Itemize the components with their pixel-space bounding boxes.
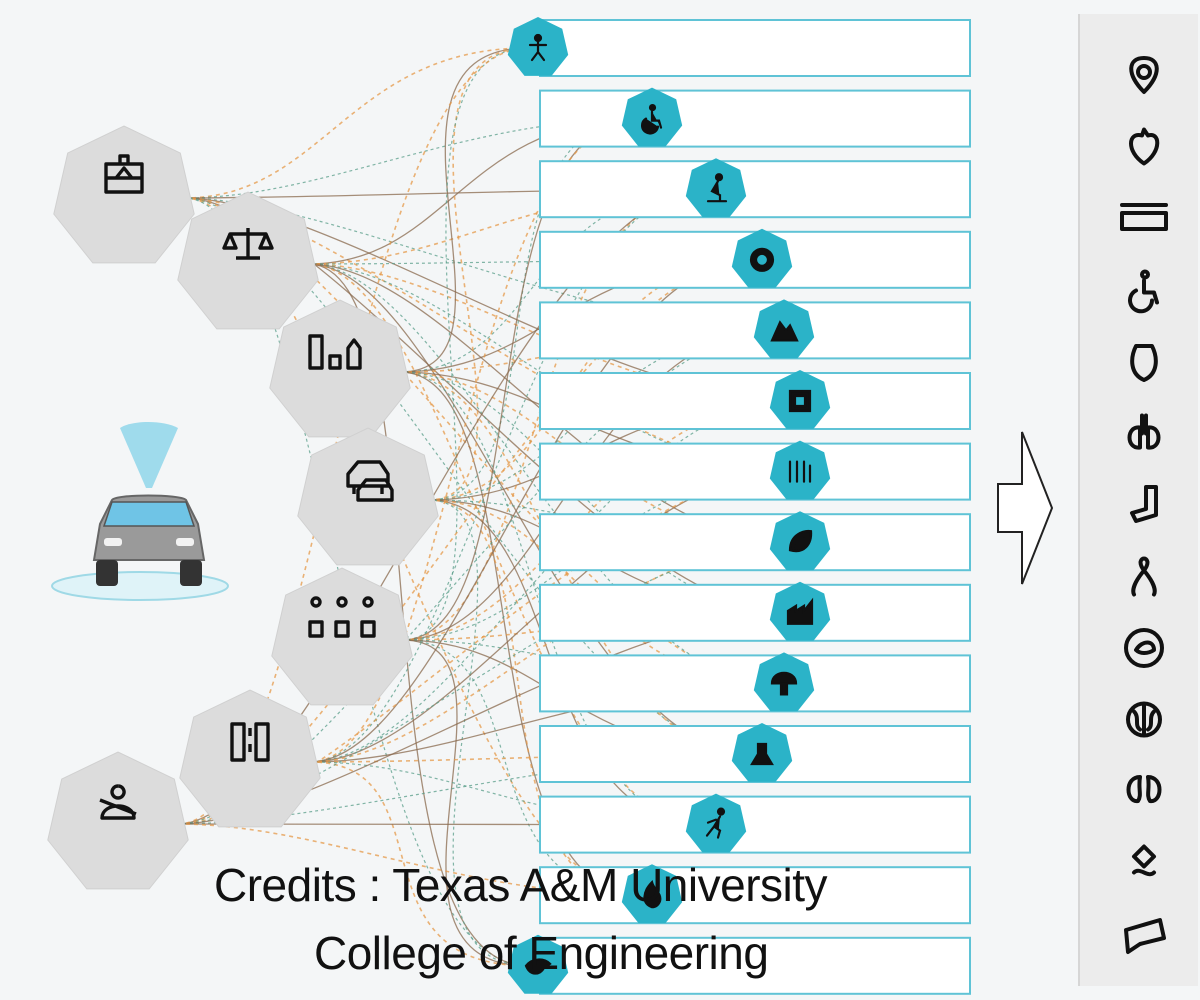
seatbelt-icon (99, 784, 137, 820)
connection-line-54 (309, 188, 707, 763)
outcome-bar (539, 372, 971, 430)
connection-line-31 (427, 47, 529, 501)
outcome-bar (539, 513, 971, 572)
kidneys-icon (1126, 775, 1162, 803)
credits-line-2: College of Engineering (314, 927, 769, 979)
bars-icon (769, 440, 831, 500)
outcome-row (539, 511, 971, 572)
outcome-bar (539, 654, 971, 713)
outcome-row (539, 299, 971, 360)
organ-icons (1120, 56, 1168, 954)
connection-line-21 (399, 47, 529, 373)
location-pin-icon (1129, 56, 1159, 94)
square-icon (769, 370, 831, 429)
outcome-row (539, 228, 971, 289)
lungs-icon (1127, 413, 1161, 450)
outcome-bar (539, 89, 971, 148)
connection-line-56 (309, 400, 791, 763)
outcome-row (539, 723, 971, 783)
wheelchair-icon (621, 87, 683, 147)
connection-line-62 (309, 761, 529, 967)
connection-line-46 (401, 400, 791, 641)
outcome-bar (539, 160, 971, 219)
bed-icon (1120, 203, 1168, 231)
outcome-row (539, 87, 971, 148)
outcome-row (539, 652, 971, 713)
target-icon (731, 228, 793, 288)
outcome-row (539, 864, 971, 925)
connection-line-61 (309, 761, 707, 826)
organ-icon-panel (1078, 14, 1198, 986)
outcome-bar (539, 936, 971, 995)
fire-icon (621, 864, 683, 924)
leg-icon (1130, 485, 1158, 523)
connection-line-41 (427, 499, 529, 967)
outcome-row (539, 370, 971, 430)
connection-line-43 (401, 117, 643, 641)
brain-icon (1126, 701, 1162, 738)
runner-icon (685, 793, 747, 853)
vehicle-group (51, 422, 229, 601)
outcome-bar (539, 583, 971, 642)
traffic-cars-icon (346, 460, 394, 502)
connection-line-53 (309, 117, 643, 763)
outcome-row (539, 793, 971, 854)
factor-hexagon (179, 689, 321, 828)
outcome-row (539, 440, 971, 501)
outcome-bar (539, 866, 971, 925)
factor-hexagon (53, 125, 195, 264)
liver-icon (1130, 344, 1158, 382)
outcome-bars (507, 17, 971, 995)
pedestrians-icon (308, 596, 376, 638)
factor-hexagon (271, 567, 413, 706)
person-sitting-icon (685, 158, 747, 218)
foot-icon (1124, 918, 1166, 954)
outcome-bar (539, 301, 971, 360)
factor-hexagon (297, 427, 439, 566)
map-screen-icon (104, 154, 144, 194)
connection-line-1 (183, 118, 643, 199)
intestine-icon (1132, 844, 1156, 877)
eye-icon (1124, 628, 1164, 668)
lab-icon (731, 723, 793, 782)
connection-line-72 (177, 823, 643, 896)
outcome-bar (539, 442, 971, 501)
factor-hexagon (177, 191, 319, 330)
mushroom-icon (753, 652, 815, 712)
outcome-row (507, 17, 971, 77)
person-icon (507, 17, 569, 76)
wheelchair-icon (1128, 269, 1159, 314)
outcome-bar (539, 19, 971, 77)
connection-line-0 (183, 47, 529, 199)
ribbon-icon (1131, 556, 1157, 597)
factor-hexagons (47, 125, 439, 890)
heart-icon (1129, 127, 1160, 166)
factor-hexagon (47, 751, 189, 890)
bird-icon (507, 934, 569, 994)
scale-icon (222, 228, 274, 260)
outcome-row (507, 934, 971, 995)
connection-line-67 (177, 470, 791, 825)
factory-icon (769, 581, 831, 641)
credits-line-1: Credits : Texas A&M University (214, 859, 828, 911)
road-icon (230, 722, 270, 762)
factor-hexagon (269, 299, 411, 438)
mountain-icon (753, 299, 815, 359)
outline-arrow-right-icon (997, 431, 1054, 585)
autonomous-car-icon (51, 422, 229, 601)
leaf-icon (769, 511, 831, 571)
outcome-row (539, 581, 971, 642)
buildings-icon (308, 334, 362, 370)
outcome-bar (539, 795, 971, 854)
connection-line-52 (401, 639, 529, 967)
outcome-row (539, 158, 971, 219)
connection-line-30 (399, 371, 643, 896)
